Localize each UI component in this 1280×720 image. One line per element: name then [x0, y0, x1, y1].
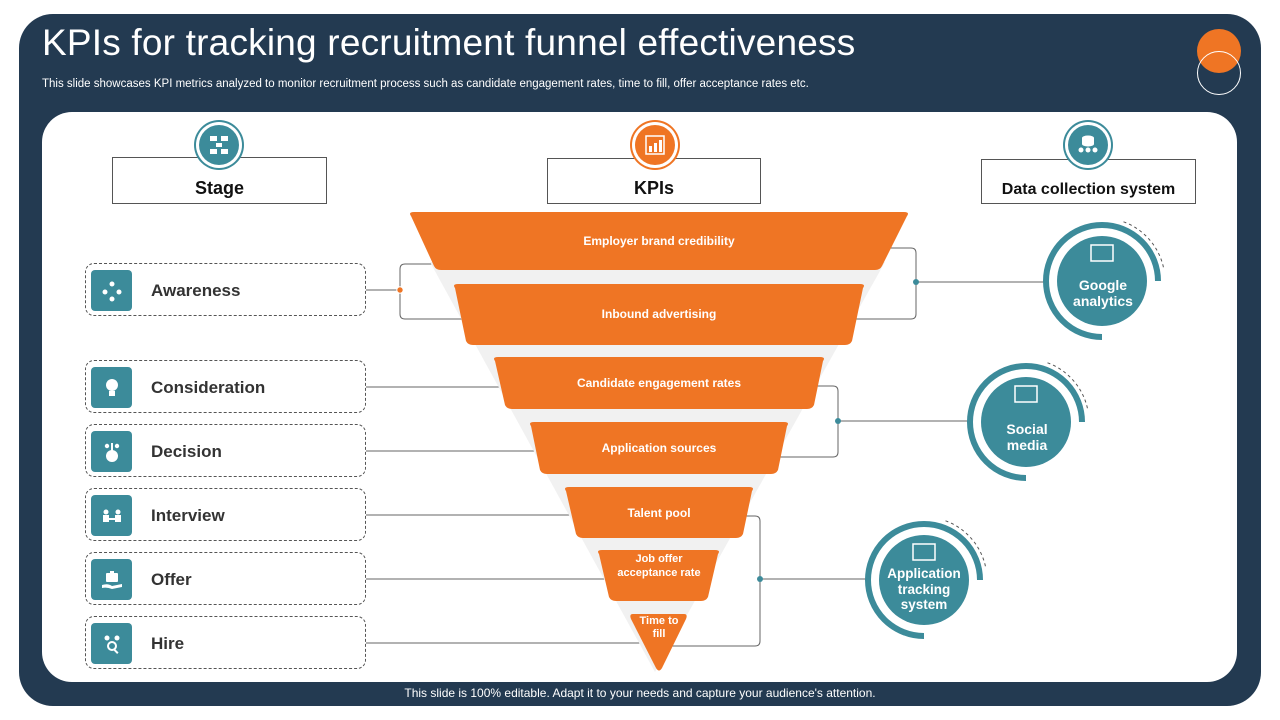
page-subtitle: This slide showcases KPI metrics analyze…	[42, 78, 809, 90]
page-title: KPIs for tracking recruitment funnel eff…	[42, 22, 856, 63]
kpi-segment-offer-acceptance	[598, 550, 719, 601]
stage-label: Offer	[151, 570, 192, 589]
stage-hire: Hire	[85, 616, 366, 669]
kpi-label-application-sources: Application sources	[601, 441, 717, 455]
interview-meeting-icon	[91, 495, 132, 536]
kpi-segment-inbound-advertising	[454, 284, 864, 345]
hire-people-icon	[91, 623, 132, 664]
system-label-line: Social	[1006, 421, 1048, 437]
google-analytics-icon	[1090, 244, 1114, 262]
kpi-label-inbound-advertising: Inbound advertising	[601, 307, 717, 321]
stage-label: Hire	[151, 634, 185, 653]
stage-label: Consideration	[151, 378, 266, 397]
system-circle-google-analytics	[1043, 221, 1165, 340]
kpi-segment-time-to-fill	[630, 614, 687, 671]
kpi-label-offer-acceptance: Job offer acceptance rate	[617, 553, 701, 579]
data-collection-header: Data collection system	[981, 159, 1196, 204]
database-network-icon	[1068, 125, 1108, 165]
system-label-line: tracking	[897, 581, 951, 597]
footer-note: This slide is 100% editable. Adapt it to…	[404, 686, 876, 700]
system-label-line: Google	[1078, 277, 1128, 293]
kpis-header-label: KPIs	[633, 178, 675, 198]
briefcase-hand-icon	[91, 559, 132, 600]
kpi-segment-candidate-engagement	[494, 357, 824, 409]
system-label-line: media	[1006, 437, 1048, 454]
flowchart-icon	[199, 125, 239, 165]
stage-decision: Decision	[85, 424, 366, 477]
kpis-header: KPIs	[547, 158, 761, 204]
people-network-icon	[91, 270, 132, 311]
kpi-segment-application-sources	[530, 422, 788, 474]
decorative-circle-outline	[1197, 51, 1241, 95]
system-label-line: analytics	[1073, 293, 1133, 310]
kpi-label-time-to-fill: Time to fill	[639, 615, 679, 640]
data-collection-header-label: Data collection system	[1001, 181, 1176, 198]
application-tracking-icon	[912, 543, 936, 561]
system-application-tracking: Application tracking system	[879, 566, 969, 613]
stage-label: Decision	[151, 442, 222, 461]
stage-header-label: Stage	[194, 178, 245, 198]
system-circle-application-tracking	[865, 520, 987, 639]
system-social-media: Social media	[987, 421, 1067, 453]
system-google-analytics: Google analytics	[1063, 277, 1143, 309]
kpi-label-employer-brand: Employer brand credibility	[583, 234, 735, 248]
bar-chart-icon	[635, 125, 675, 165]
system-circle-social-media	[967, 362, 1089, 481]
kpi-label-talent-pool: Talent pool	[627, 506, 691, 520]
social-media-icon	[1014, 385, 1038, 403]
decision-tree-icon	[91, 431, 132, 472]
system-label-line: Application	[887, 566, 961, 581]
stage-offer: Offer	[85, 552, 366, 605]
stage-label: Awareness	[151, 281, 241, 300]
lightbulb-head-icon	[91, 367, 132, 408]
stage-awareness: Awareness	[85, 263, 366, 316]
stage-interview: Interview	[85, 488, 366, 541]
system-label-line: system	[900, 597, 948, 613]
stage-label: Interview	[151, 506, 225, 525]
kpi-label-candidate-engagement: Candidate engagement rates	[576, 376, 742, 390]
stage-consideration: Consideration	[85, 360, 366, 413]
kpi-segment-employer-brand	[410, 212, 908, 270]
kpi-segment-talent-pool	[565, 487, 753, 538]
